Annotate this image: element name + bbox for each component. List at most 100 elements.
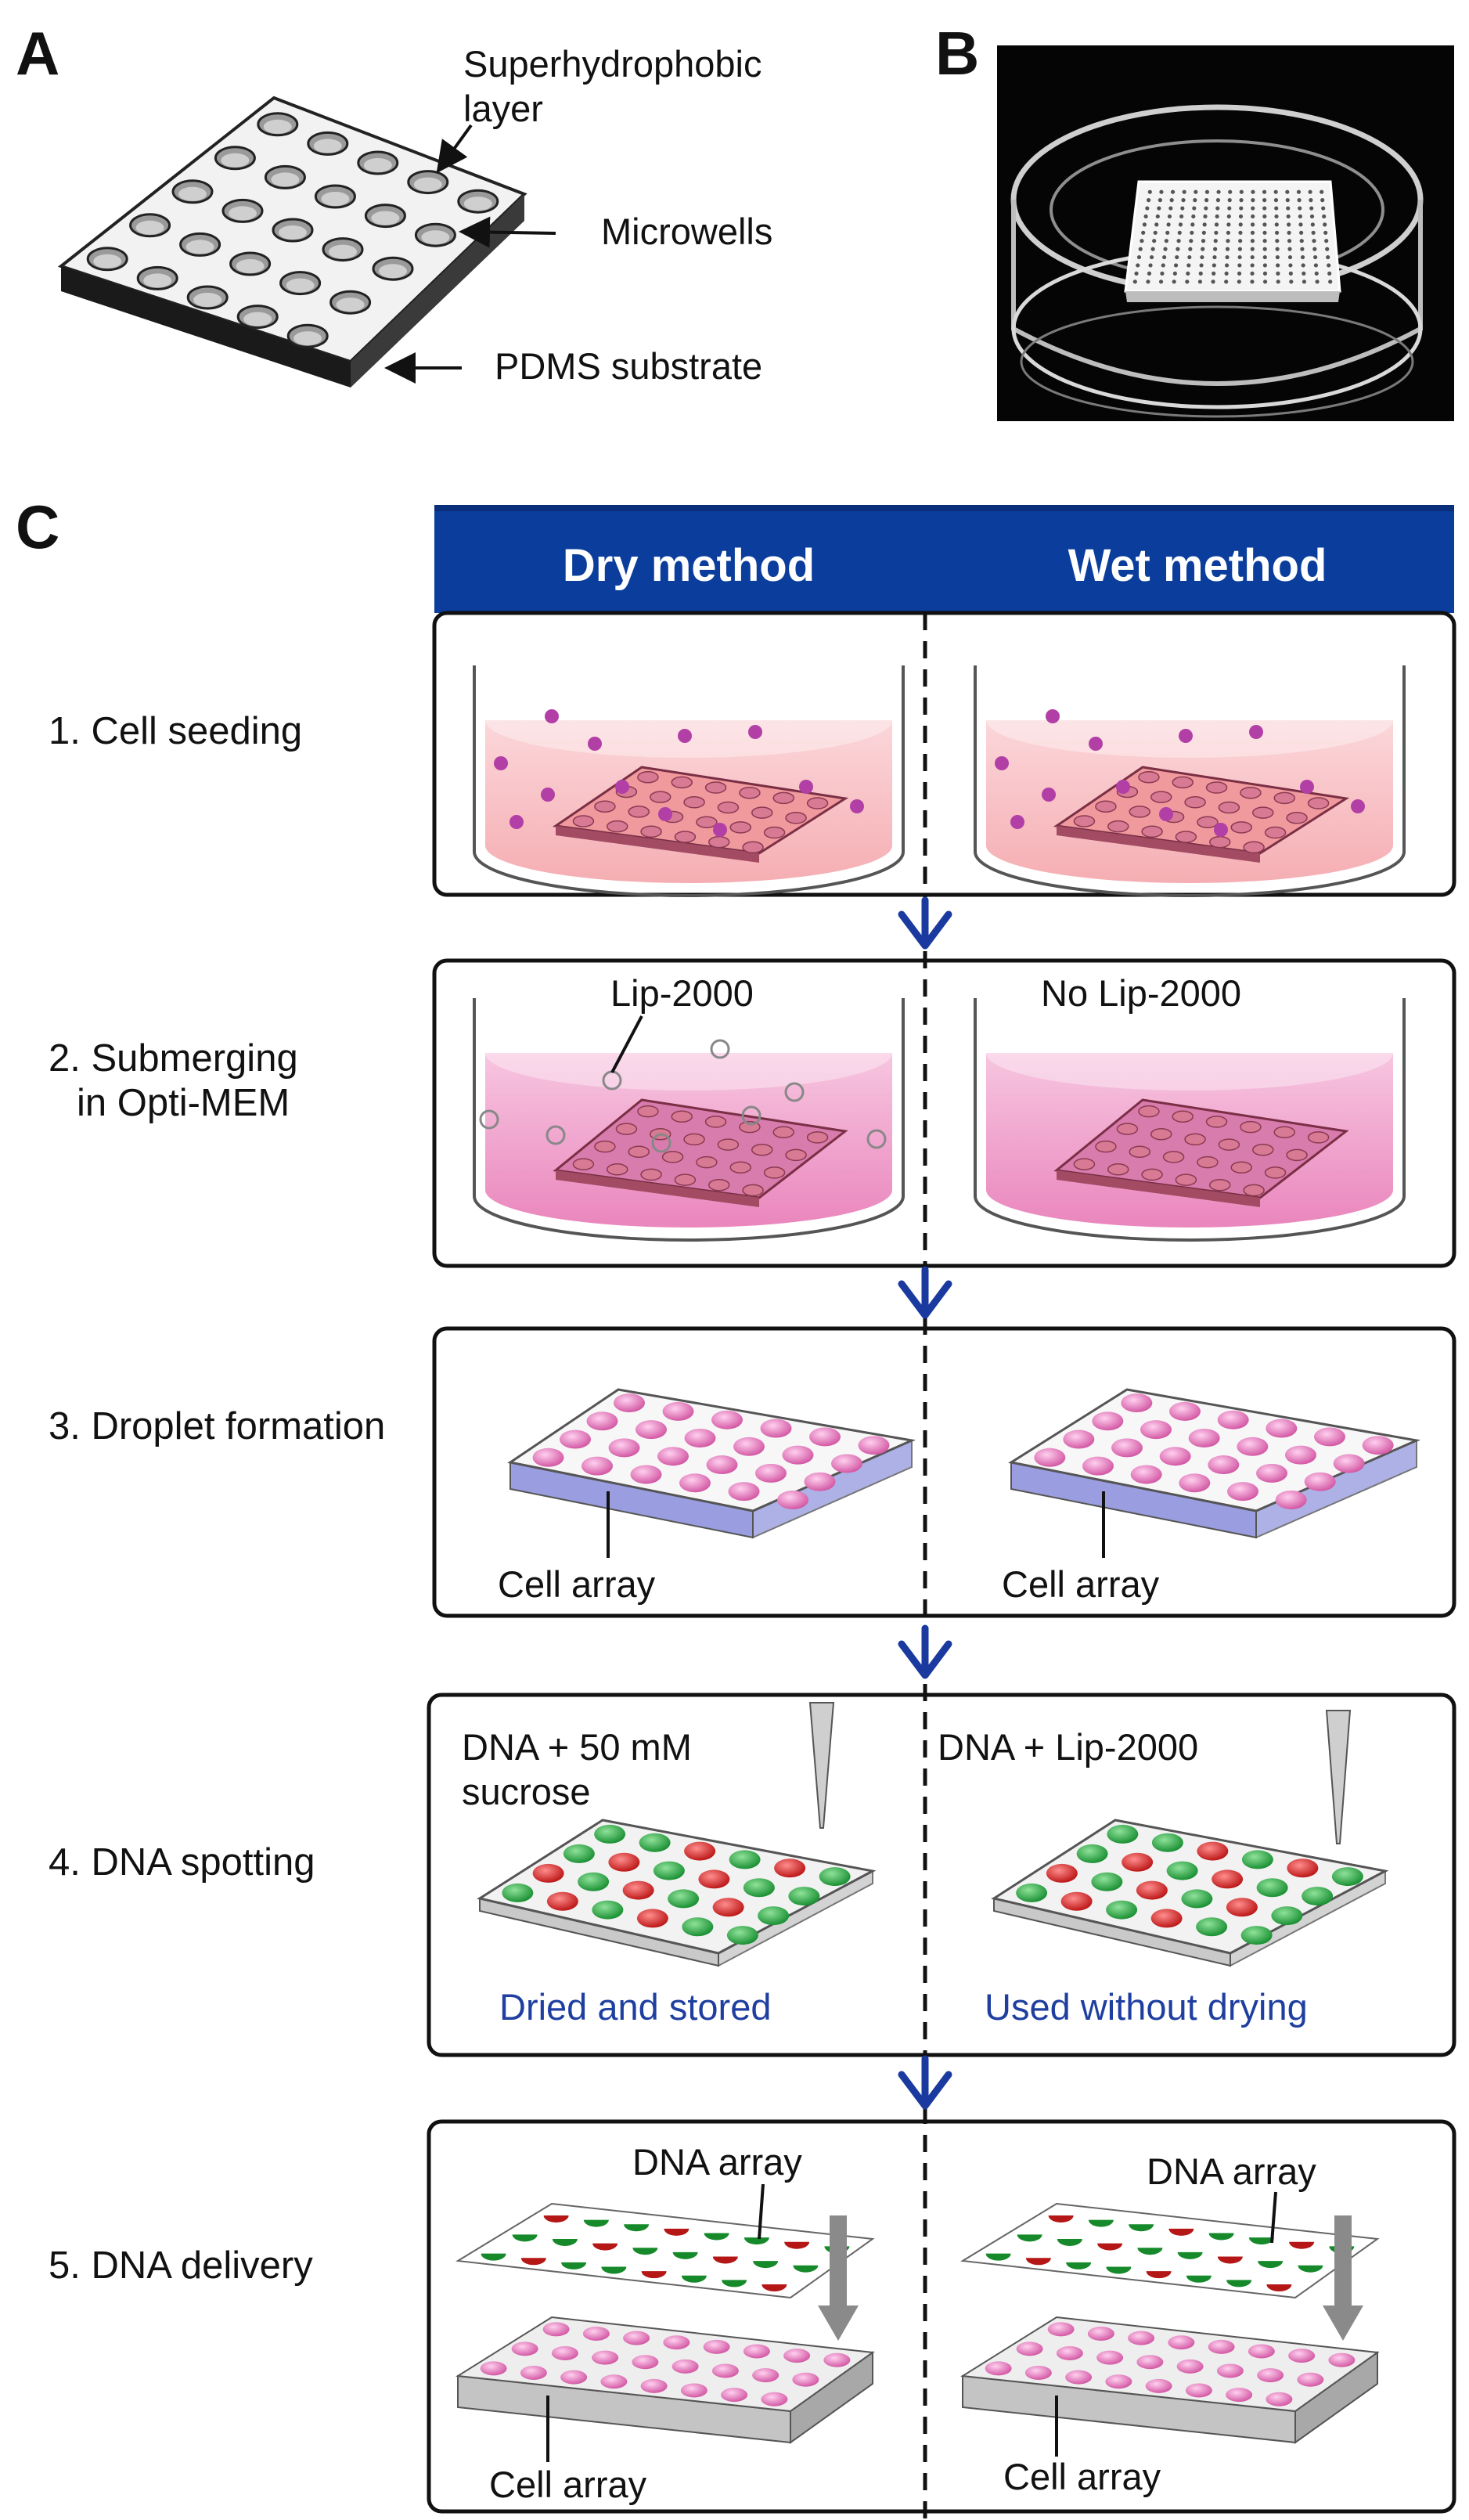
hanging-droplet: [1186, 2275, 1212, 2283]
hanging-droplet: [1097, 2243, 1123, 2251]
chip-well: [1323, 230, 1328, 235]
hanging-droplet: [1258, 2261, 1284, 2269]
droplet: [532, 1863, 564, 1883]
chip-well: [1214, 222, 1219, 227]
well: [640, 1168, 662, 1181]
droplet: [1168, 2335, 1195, 2350]
droplet: [1063, 1429, 1095, 1449]
lipid-particle: [710, 1039, 730, 1059]
hanging-droplet: [1266, 2284, 1292, 2292]
well: [671, 776, 693, 789]
droplet: [520, 2365, 547, 2380]
droplet: [782, 1445, 814, 1465]
droplet: [783, 2349, 811, 2363]
cell: [799, 780, 813, 794]
chip-well: [1168, 206, 1173, 211]
droplet: [1082, 1456, 1114, 1476]
chip-well: [1285, 189, 1290, 194]
droplet: [662, 1401, 694, 1421]
droplet: [733, 1437, 765, 1456]
hanging-droplet: [512, 2234, 538, 2242]
hanging-droplet: [1177, 2251, 1203, 2259]
chip-well: [1251, 189, 1255, 194]
chip-well: [1262, 214, 1267, 219]
header-wet-method: Wet method: [1068, 540, 1327, 591]
pipette-tip: [1325, 1710, 1352, 1844]
chip-well: [1181, 198, 1186, 203]
well: [1307, 1131, 1330, 1144]
chip-well: [1175, 254, 1179, 260]
chip-well: [1239, 206, 1244, 211]
droplet: [711, 2363, 739, 2378]
droplet: [809, 1427, 841, 1447]
well: [637, 1105, 659, 1118]
well: [739, 786, 761, 799]
well: [1150, 791, 1172, 803]
dish-base: [974, 851, 1406, 897]
chip-well: [1140, 239, 1144, 243]
cell: [995, 756, 1009, 770]
cell: [1089, 737, 1103, 751]
hanging-droplet: [1129, 2224, 1154, 2232]
droplet: [758, 1906, 790, 1926]
droplet: [635, 1420, 667, 1440]
well: [1184, 796, 1206, 809]
well: [785, 1148, 807, 1162]
hanging-droplet: [1137, 2248, 1163, 2255]
chip-well: [1149, 254, 1154, 260]
droplet: [1128, 2331, 1155, 2345]
well: [607, 820, 628, 833]
hanging-droplet: [592, 2243, 618, 2251]
droplet: [774, 1858, 806, 1878]
well: [742, 1184, 764, 1197]
droplet: [653, 1861, 685, 1880]
chip-well: [1179, 214, 1184, 219]
well: [1209, 1179, 1231, 1192]
droplet: [586, 1411, 618, 1431]
droplet: [1065, 2370, 1093, 2385]
chip-well: [1311, 230, 1316, 235]
well: [1273, 791, 1295, 805]
chip-well: [1182, 189, 1186, 194]
step5-box: [427, 2119, 1456, 2514]
chip-well: [1164, 239, 1168, 243]
chip-well: [1328, 279, 1333, 284]
droplet: [608, 1852, 640, 1872]
droplet: [1217, 1410, 1249, 1429]
well: [683, 1133, 705, 1146]
droplet: [706, 1455, 738, 1475]
chip-well: [1274, 222, 1279, 227]
chip-well: [1148, 263, 1153, 268]
droplet: [684, 1428, 716, 1447]
well: [1252, 1144, 1274, 1156]
chip-well: [1250, 279, 1255, 284]
hanging-droplet: [1057, 2238, 1082, 2246]
droplet: [1333, 1454, 1365, 1473]
well: [1138, 1105, 1160, 1118]
droplet: [532, 1447, 564, 1467]
chip-well: [1288, 271, 1293, 276]
chip-well: [1215, 214, 1219, 219]
well: [572, 815, 595, 827]
chip-well: [1322, 214, 1327, 219]
panel-c-letter: C: [16, 492, 59, 561]
well: [742, 841, 764, 854]
chip-well: [1274, 230, 1280, 235]
chip-well: [1159, 189, 1164, 194]
droplet: [792, 2372, 819, 2387]
chip-well: [1326, 254, 1330, 260]
droplet: [608, 1438, 640, 1458]
hanging-droplet: [632, 2248, 658, 2255]
well: [594, 1140, 616, 1153]
chip-well: [1274, 214, 1279, 219]
droplet: [630, 1465, 662, 1484]
chip-well: [1204, 189, 1210, 194]
chip-well: [1327, 271, 1332, 276]
dish-base: [473, 851, 905, 897]
chip-well: [1276, 271, 1280, 276]
droplet: [823, 2352, 851, 2367]
well: [628, 806, 650, 818]
chip-well: [1216, 189, 1221, 194]
chip-well: [1172, 279, 1176, 284]
well: [1240, 1120, 1262, 1134]
